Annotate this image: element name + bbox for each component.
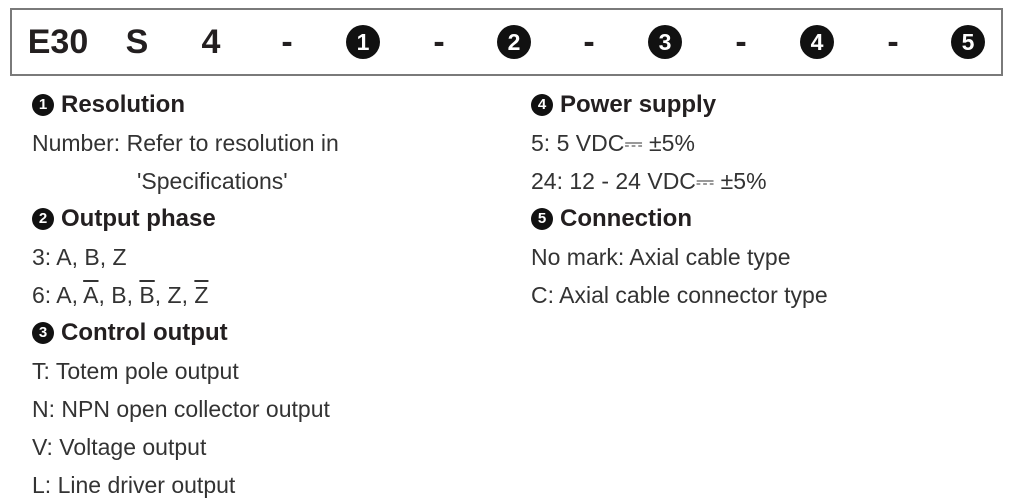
code-circled-number-5: 5 — [951, 25, 985, 59]
code-circled-number-2: 2 — [497, 25, 531, 59]
section-title: Output phase — [61, 205, 216, 232]
phase-z-bar: Z — [194, 282, 209, 308]
code-dash: - — [433, 23, 445, 61]
section-heading-output-phase: 2 Output phase — [32, 200, 502, 238]
code-circled-number-4: 4 — [800, 25, 834, 59]
code-circled-number-1: 1 — [346, 25, 380, 59]
phase-text: , Z, — [154, 282, 195, 308]
code-dash: - — [583, 23, 595, 61]
model-code-box: E30 S 4 - 1 - 2 - 3 - 4 - 5 — [10, 8, 1003, 76]
section-heading-resolution: 1 Resolution — [32, 86, 502, 124]
circled-number-4: 4 — [531, 94, 553, 116]
connection-line: C: Axial cable connector type — [531, 282, 828, 308]
connection-line: No mark: Axial cable type — [531, 244, 791, 270]
circled-number-5: 5 — [531, 208, 553, 230]
control-output-line: L: Line driver output — [32, 472, 236, 498]
circled-number-1: 1 — [32, 94, 54, 116]
section-title: Resolution — [61, 91, 185, 118]
resolution-line: Number: Refer to resolution in — [32, 130, 339, 156]
code-circled-number-3: 3 — [648, 25, 682, 59]
section-heading-power-supply: 4 Power supply — [531, 86, 1001, 124]
power-supply-line: 24: 12 - 24 VDC⎓ ±5% — [531, 168, 767, 194]
output-phase-line: 3: A, B, Z — [32, 244, 127, 270]
code-dash: - — [887, 23, 899, 61]
phase-text: , B, — [98, 282, 140, 308]
code-segment-series: E30 — [27, 23, 89, 61]
code-segment-type: S — [125, 23, 149, 61]
code-segment-size: 4 — [201, 23, 221, 61]
control-output-line: T: Totem pole output — [32, 358, 239, 384]
circled-number-2: 2 — [32, 208, 54, 230]
resolution-line: 'Specifications' — [137, 168, 288, 194]
phase-b-bar: B — [139, 282, 155, 308]
right-column: 4 Power supply 5: 5 VDC⎓ ±5% 24: 12 - 24… — [531, 86, 1001, 314]
left-column: 1 Resolution Number: Refer to resolution… — [32, 86, 502, 504]
output-phase-line: 6: A, A, B, B, Z, Z — [32, 276, 502, 314]
circled-number-3: 3 — [32, 322, 54, 344]
section-heading-connection: 5 Connection — [531, 200, 1001, 238]
code-dash: - — [735, 23, 747, 61]
section-title: Power supply — [560, 91, 717, 118]
code-dash: - — [281, 23, 293, 61]
phase-a-bar: A — [83, 282, 99, 308]
phase-text: 6: A, — [32, 282, 84, 308]
control-output-line: N: NPN open collector output — [32, 396, 330, 422]
power-supply-line: 5: 5 VDC⎓ ±5% — [531, 130, 695, 156]
section-title: Connection — [560, 205, 692, 232]
control-output-line: V: Voltage output — [32, 434, 207, 460]
section-title: Control output — [61, 319, 228, 346]
section-heading-control-output: 3 Control output — [32, 314, 502, 352]
